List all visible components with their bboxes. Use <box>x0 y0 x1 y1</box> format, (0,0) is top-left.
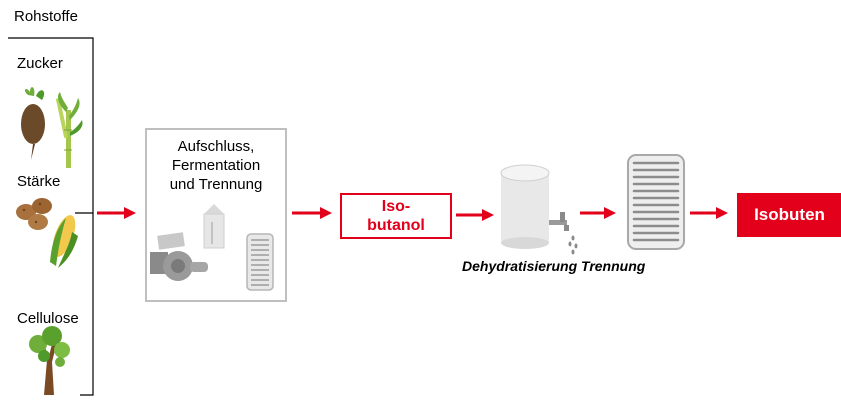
raw-material-label-starch: Stärke <box>17 173 61 190</box>
sugar-cane-icon <box>55 92 83 168</box>
isobutanol-line-2: butanol <box>367 217 425 234</box>
arrow-separation-to-product <box>690 207 728 219</box>
heat-exchanger-icon <box>246 233 274 291</box>
raw-materials-bracket <box>8 37 94 396</box>
arrow-isobutanol-to-dehydration <box>456 209 494 221</box>
process-line-1: Aufschluss, <box>177 138 255 155</box>
dehydration-reactor-icon <box>500 164 578 255</box>
dehydration-separation-label: Dehydratisierung Trennung <box>462 258 646 274</box>
arrow-raw-to-process <box>97 207 136 219</box>
potato-icon <box>16 198 52 230</box>
process-step-label: Aufschluss, Fermentation und Trennung <box>145 137 287 194</box>
mill-icon <box>150 232 208 281</box>
process-line-2: Fermentation <box>171 157 261 174</box>
isobutanol-line-1: Iso- <box>381 198 411 215</box>
fermenter-tank-icon <box>203 204 225 249</box>
raw-material-label-cellulose: Cellulose <box>17 310 79 327</box>
arrow-dehydration-to-separation <box>580 207 616 219</box>
raw-materials-title: Rohstoffe <box>14 8 78 25</box>
arrow-process-to-isobutanol <box>292 207 332 219</box>
isobutanol-box: Iso- butanol <box>340 193 452 239</box>
process-line-3: und Trennung <box>169 176 263 193</box>
flow-arrows <box>97 207 728 221</box>
isobutene-product-box: Isobuten <box>737 193 841 237</box>
raw-material-label-sugar: Zucker <box>17 55 63 72</box>
corn-icon <box>50 215 78 268</box>
separation-column-icon <box>627 154 685 250</box>
sugar-beet-icon <box>21 87 45 160</box>
tree-icon <box>29 326 70 395</box>
